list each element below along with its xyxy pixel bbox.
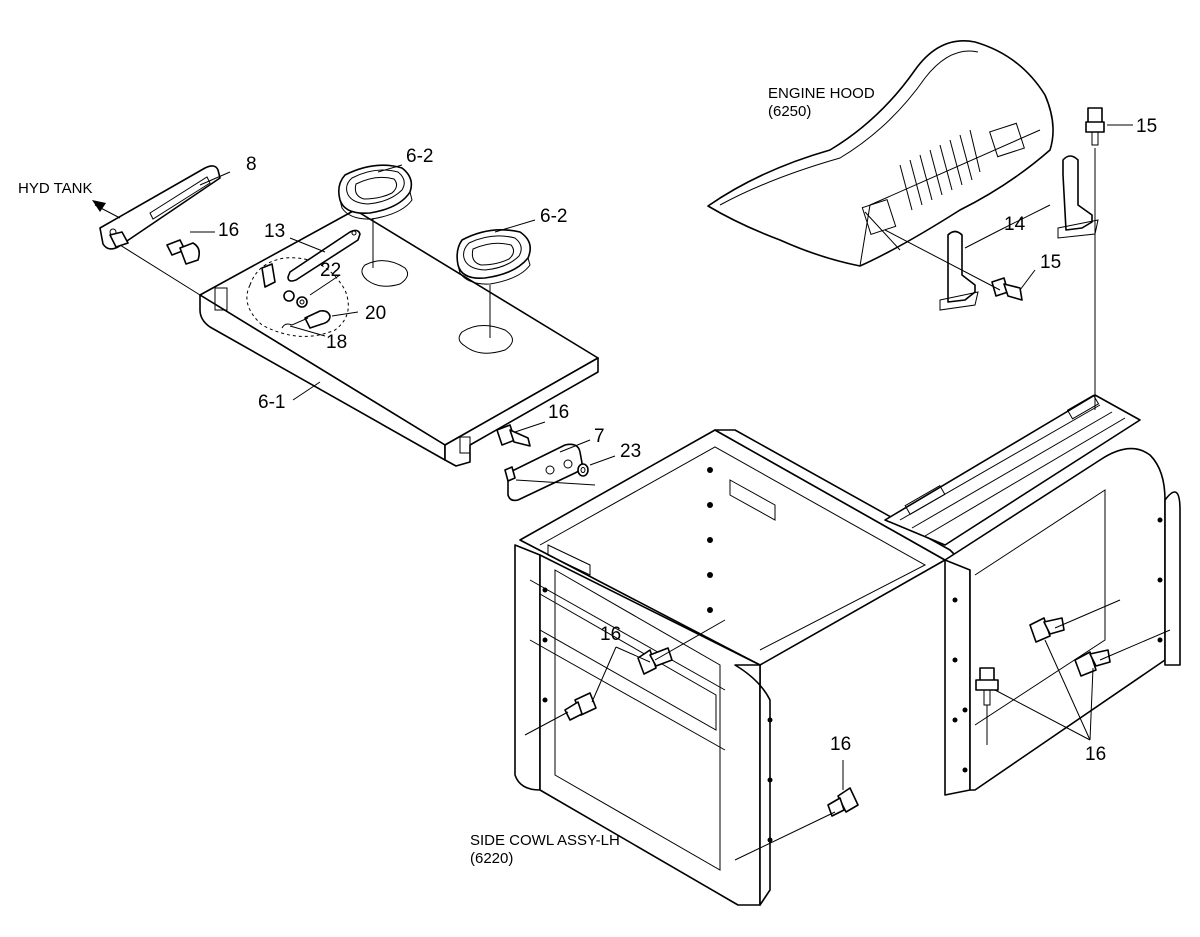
cover-plate-part-6-1 bbox=[199, 209, 599, 467]
engine-hood bbox=[707, 40, 1054, 267]
callout-6-2-a: 6-2 bbox=[406, 146, 433, 167]
callout-8: 8 bbox=[246, 154, 257, 175]
callout-22: 22 bbox=[320, 260, 341, 281]
bolt-part-16-frame-3 bbox=[827, 787, 859, 817]
callout-14: 14 bbox=[1004, 214, 1026, 235]
callout-16-b: 16 bbox=[548, 402, 569, 423]
callout-6-1: 6-1 bbox=[258, 392, 285, 413]
callout-13: 13 bbox=[264, 221, 285, 242]
callout-6-2-b: 6-2 bbox=[540, 206, 567, 227]
callout-20: 20 bbox=[365, 303, 386, 324]
engine-hood-code: (6250) bbox=[768, 103, 811, 120]
hyd-tank-label: HYD TANK bbox=[18, 180, 92, 197]
bracket-part-8 bbox=[99, 165, 221, 250]
bolt-part-16-frame-4 bbox=[1029, 617, 1065, 643]
callout-15-a: 15 bbox=[1136, 116, 1157, 137]
side-cowl-label: SIDE COWL ASSY-LH bbox=[470, 832, 620, 849]
bolt-part-16-frame-2 bbox=[564, 692, 597, 721]
callout-7: 7 bbox=[594, 426, 605, 447]
callout-15-b: 15 bbox=[1040, 252, 1061, 273]
washer-part-23 bbox=[577, 463, 589, 477]
bolt-part-15-upper bbox=[1085, 107, 1105, 146]
bolt-part-16-frame-6 bbox=[975, 667, 999, 706]
bolt-part-15-lower bbox=[991, 277, 1023, 301]
callout-18: 18 bbox=[326, 332, 347, 353]
latch-part-14-left bbox=[939, 230, 979, 311]
callout-16-e: 16 bbox=[1085, 744, 1106, 765]
side-cowl-code: (6220) bbox=[470, 850, 513, 867]
callout-16-d: 16 bbox=[830, 734, 851, 755]
latch-part-14-right bbox=[1057, 155, 1099, 239]
grommet-part-6-2-b bbox=[456, 229, 531, 285]
callout-23: 23 bbox=[620, 441, 641, 462]
bolt-part-16-plate bbox=[496, 424, 531, 447]
frame-side-cowl bbox=[514, 394, 1181, 906]
callout-16-a: 16 bbox=[218, 220, 239, 241]
engine-hood-label: ENGINE HOOD bbox=[768, 85, 875, 102]
latch-arm-part-13 bbox=[261, 229, 361, 329]
grommet-part-6-2-a bbox=[338, 164, 413, 220]
bolt-part-16-frame-5 bbox=[1074, 649, 1111, 677]
callout-16-c: 16 bbox=[600, 624, 621, 645]
plate-part-7 bbox=[504, 443, 583, 502]
hyd-tank-arrow bbox=[92, 200, 106, 212]
bolt-part-16-upper bbox=[166, 239, 200, 265]
leader-lines bbox=[94, 124, 1171, 861]
